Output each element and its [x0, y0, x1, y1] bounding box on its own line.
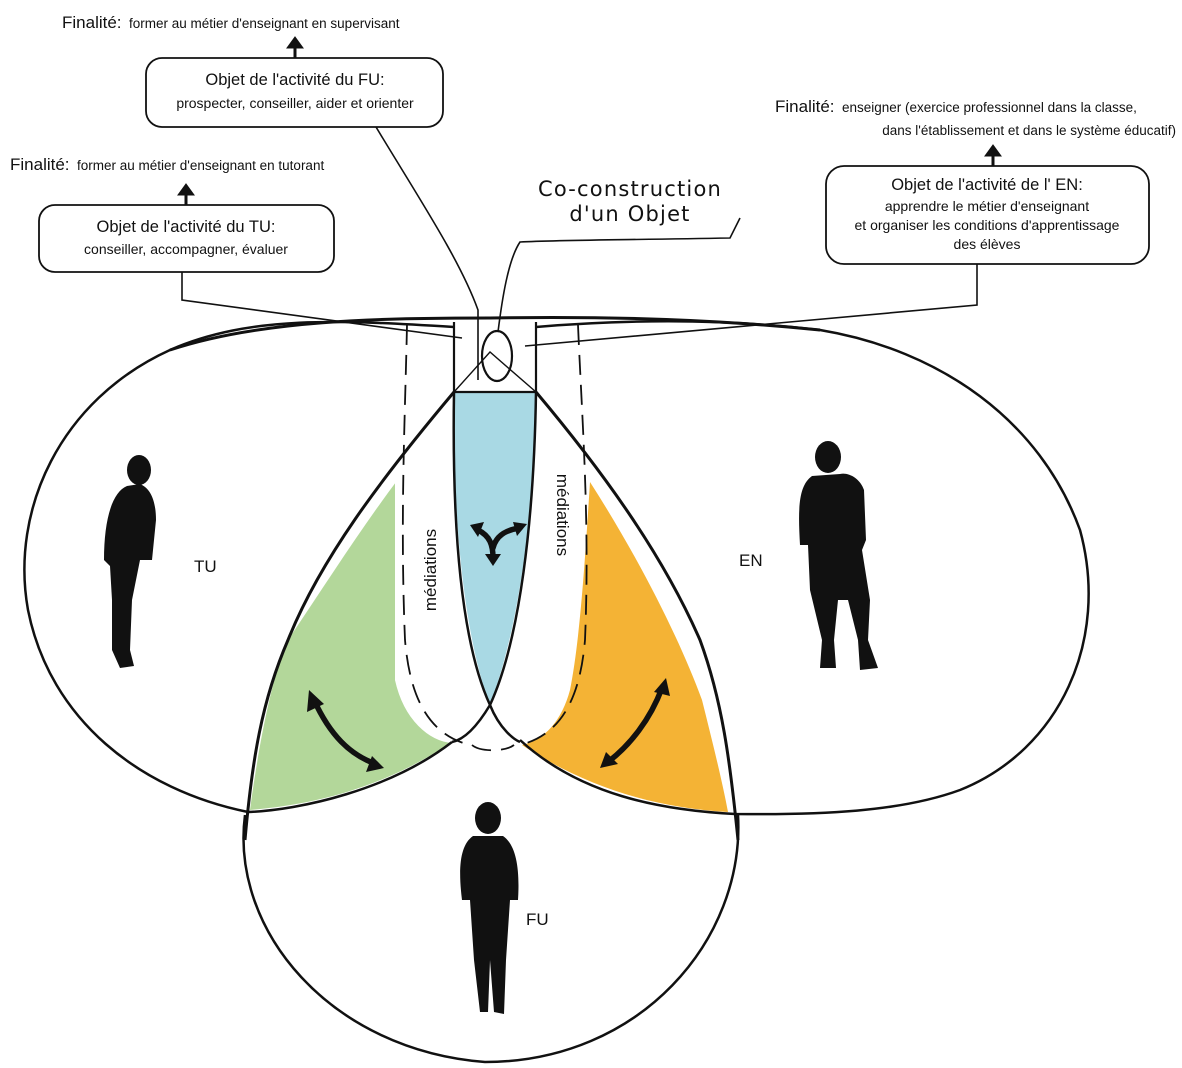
left-lens-edge: [243, 391, 456, 841]
fu-connector: [375, 126, 479, 380]
en-finalite-text-2: dans l'établissement et dans le système …: [882, 123, 1176, 138]
central-branching-arrow-icon: [470, 522, 527, 566]
role-label-en: EN: [739, 551, 763, 570]
fu-object-box: [145, 57, 444, 128]
top-arc: [169, 316, 821, 352]
en-finalite-arrow-icon: [984, 144, 1002, 166]
en-connector: [524, 264, 978, 347]
fu-circle: [242, 814, 740, 1064]
tu-fu-double-arrow-icon: [311, 697, 379, 767]
fu-finalite: Finalité: former au métier d'enseignant …: [62, 13, 400, 32]
role-label-fu: FU: [526, 910, 549, 929]
tu-box-body: conseiller, accompagner, évaluer: [84, 241, 288, 257]
left-mediation-band-edge: [395, 482, 453, 743]
inner-curve-left: [452, 391, 521, 744]
tu-finalite-text: former au métier d'enseignant en tutoran…: [77, 158, 324, 173]
en-object-box: [825, 165, 1150, 265]
fu-finalite-arrow-icon: [286, 36, 304, 58]
right-dashed-boundary: [519, 324, 588, 746]
tu-fu-arrowhead-top: [307, 690, 324, 712]
fu-box-title: Objet de l'activité du FU:: [205, 71, 384, 89]
mediations-right-label: médiations: [553, 474, 572, 556]
inner-curve-right: [451, 391, 538, 744]
tu-connector: [181, 272, 463, 339]
co-construction-title-1: Co-construction: [538, 177, 722, 201]
fu-finalite-label: Finalité:: [62, 13, 122, 32]
en-person-silhouette-icon: [799, 441, 878, 670]
en-finalite-label: Finalité:: [775, 97, 835, 116]
tu-fu-arrowhead-bottom: [366, 756, 384, 772]
tu-object-box: [38, 204, 335, 273]
en-box-title: Objet de l'activité de l' EN:: [891, 176, 1083, 194]
right-lens-edge: [534, 391, 740, 841]
en-box-body-3: des élèves: [954, 236, 1021, 252]
tu-finalite: Finalité: former au métier d'enseignant …: [10, 155, 324, 174]
en-finalite-text-1: enseigner (exercice professionnel dans l…: [842, 100, 1137, 115]
tu-finalite-label: Finalité:: [10, 155, 70, 174]
fu-person-silhouette-icon: [460, 802, 519, 1014]
mediations-left-label: médiations: [421, 529, 440, 611]
left-dashed-boundary: [401, 324, 471, 746]
bottom-dashed-boundary: [471, 744, 515, 752]
en-fu-double-arrow-icon: [605, 685, 665, 765]
tu-finalite-arrow-icon: [177, 183, 195, 205]
tu-fu-shared-zone: [250, 482, 452, 810]
en-fu-arrowhead-bottom: [600, 752, 618, 768]
tu-person-silhouette-icon: [104, 455, 156, 668]
fu-box-body: prospecter, conseiller, aider et oriente…: [176, 95, 414, 111]
fu-en-shared-zone: [522, 482, 728, 812]
tu-box-title: Objet de l'activité du TU:: [97, 218, 276, 236]
co-construction-object-ellipse: [480, 329, 514, 383]
co-construction-connector: [497, 217, 741, 333]
en-box-body-1: apprendre le métier d'enseignant: [885, 198, 1089, 214]
en-box-body-2: et organiser les conditions d'apprentiss…: [855, 217, 1120, 233]
en-finalite-line-1: Finalité: enseigner (exercice profession…: [775, 97, 1137, 116]
en-fu-arrowhead-top: [654, 678, 670, 696]
role-label-tu: TU: [194, 557, 217, 576]
fu-finalite-text: former au métier d'enseignant en supervi…: [129, 16, 400, 31]
co-construction-title-2: d'un Objet: [569, 202, 690, 226]
central-funnel: [453, 351, 537, 393]
central-column: [452, 322, 538, 394]
tu-circle: [23, 320, 455, 814]
